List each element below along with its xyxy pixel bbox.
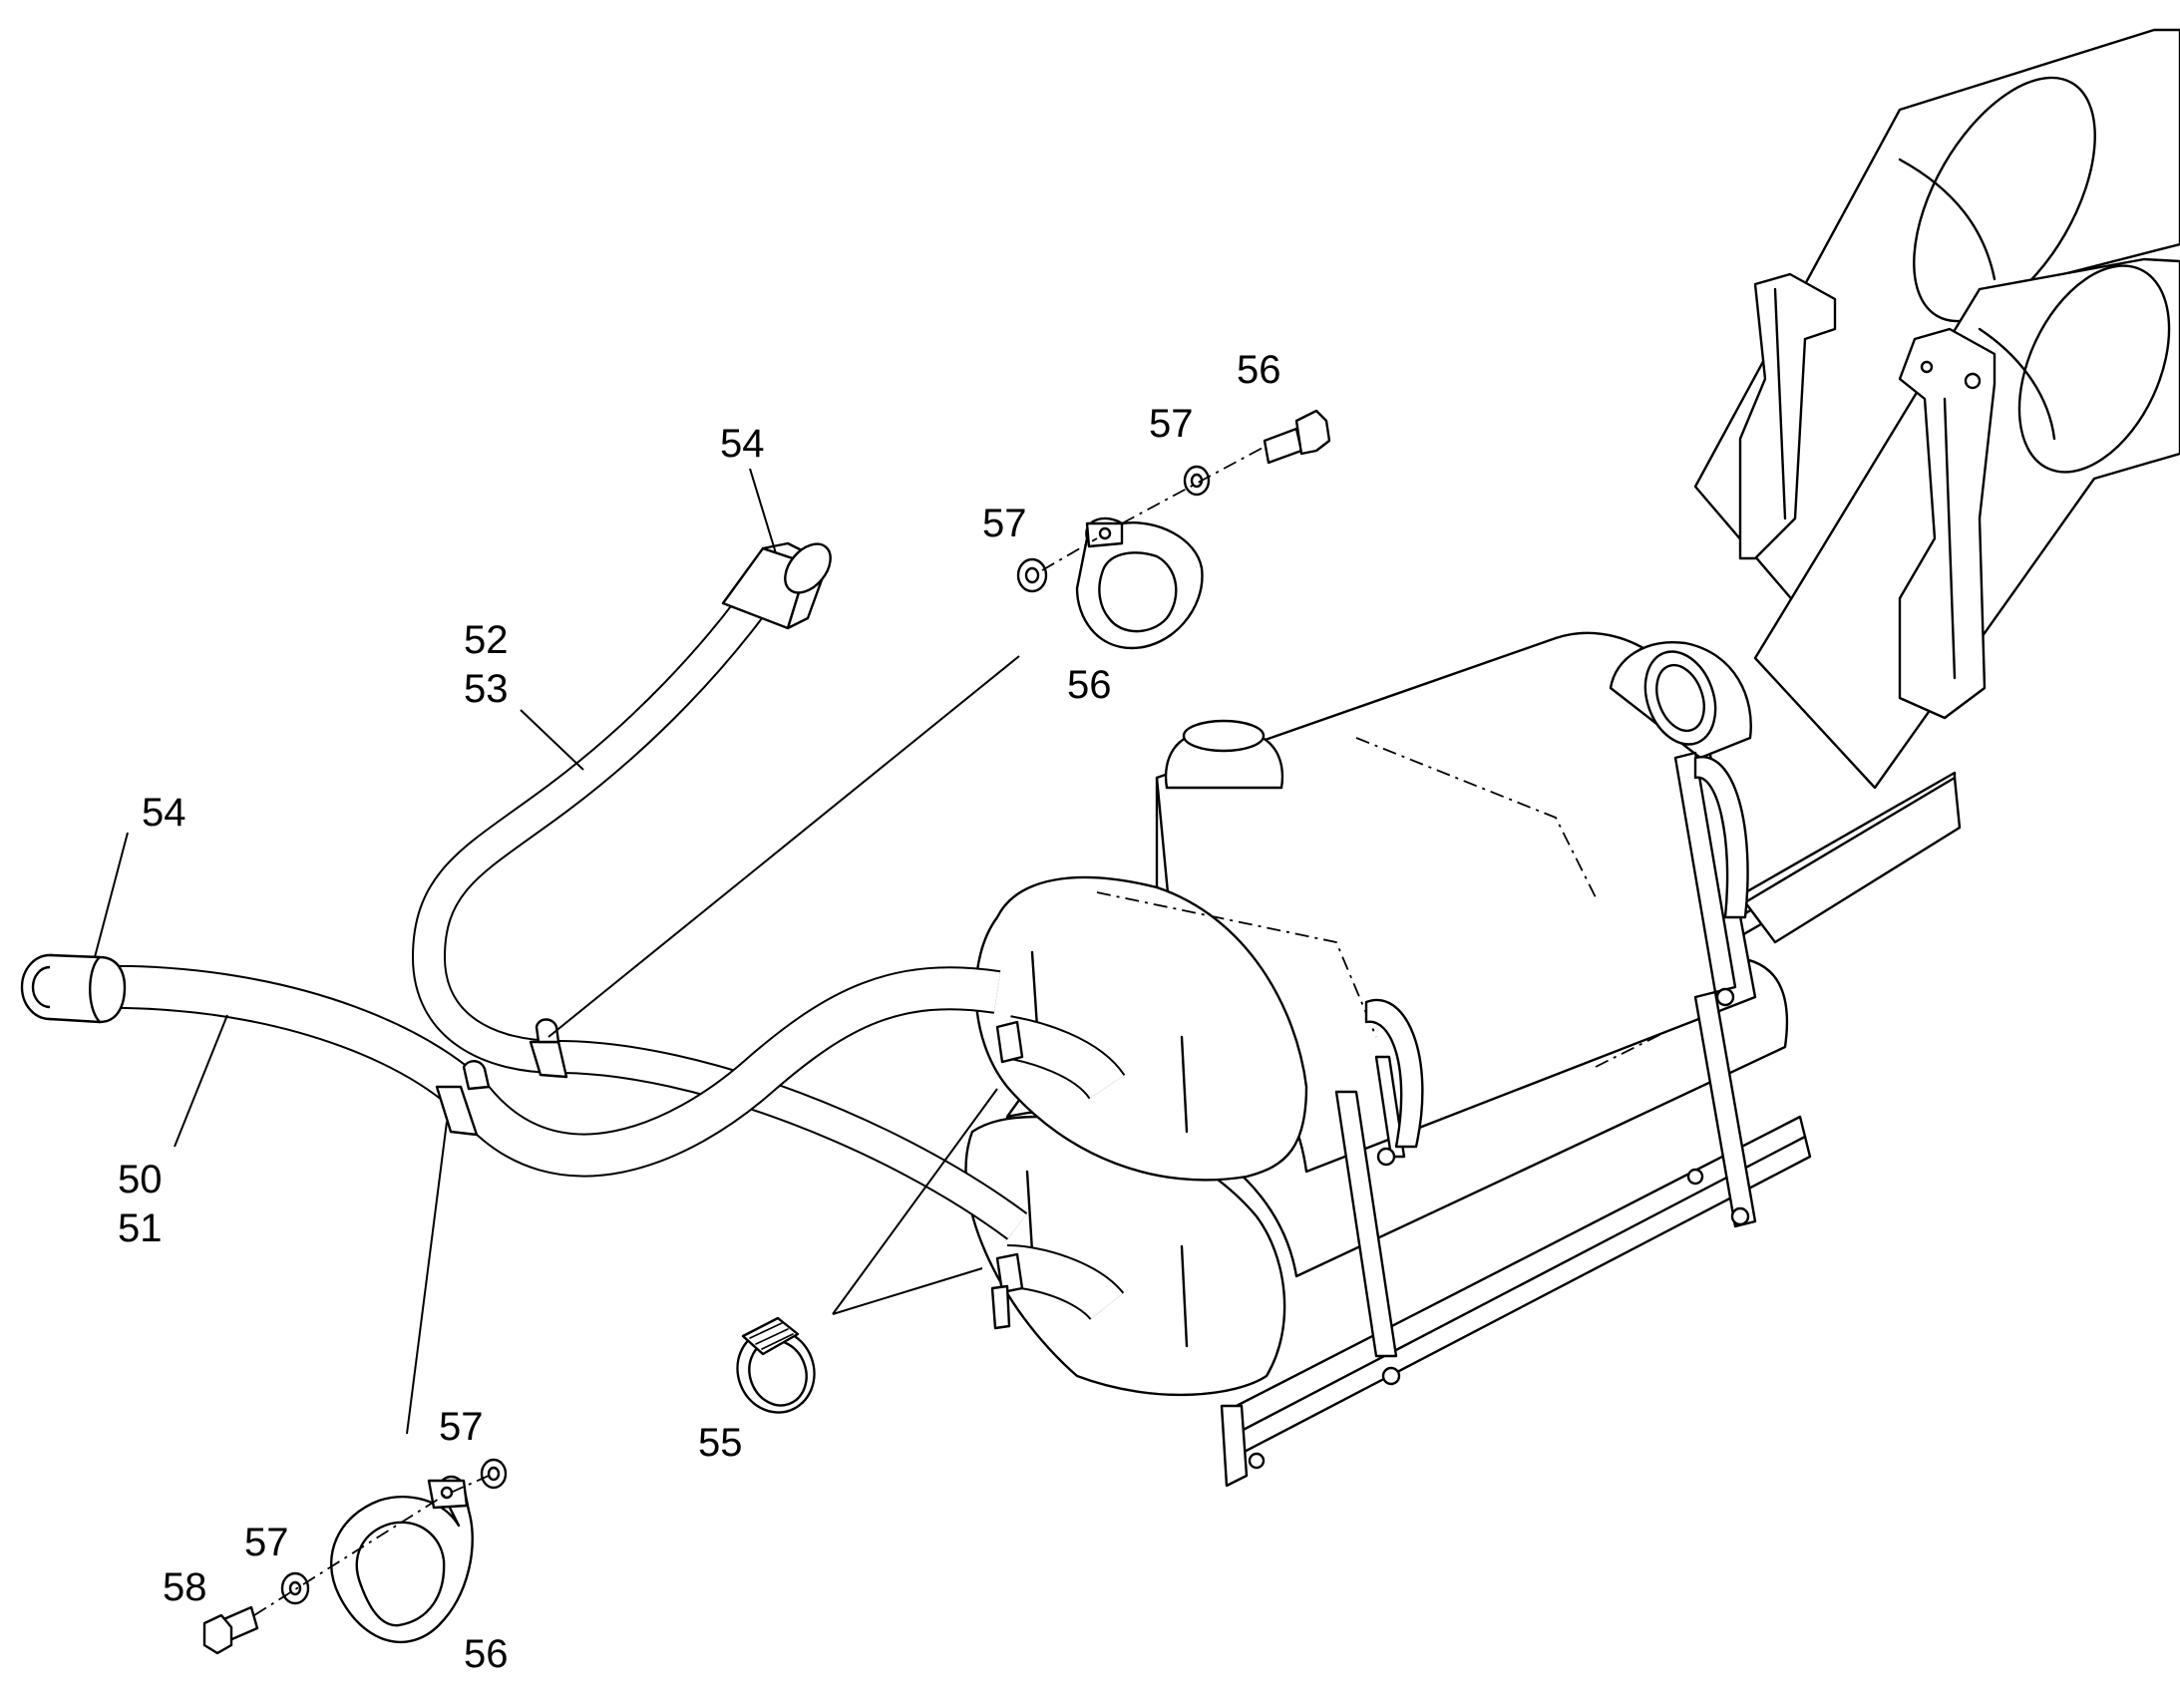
callout-54-upper: 54 — [720, 422, 765, 466]
callout-57-washer-lower-right: 57 — [439, 1405, 484, 1449]
mounting-rail-lower — [1220, 1115, 1812, 1488]
callout-55: 55 — [698, 1421, 743, 1465]
tailpipe-bracket-left — [1738, 272, 1837, 560]
leader-lines — [94, 468, 1020, 1435]
washer-57-right-lower — [480, 1458, 508, 1490]
muffler-upper — [974, 631, 1757, 1182]
sleeve-54-left — [20, 953, 127, 1024]
pipe-clip-lower — [435, 1060, 491, 1137]
callout-52: 52 — [464, 618, 509, 662]
callout-56-bolt-upper: 56 — [1237, 348, 1281, 392]
axis-line-lower-clamp — [253, 1475, 490, 1616]
tailpipe-bracket-right — [1898, 327, 1997, 720]
callout-56-clamp-lower: 56 — [464, 1632, 509, 1676]
callout-56-clamp-upper: 56 — [1067, 663, 1112, 707]
pipe-couplings — [990, 1020, 1024, 1330]
callout-57-washer-upper-right: 57 — [1149, 402, 1194, 446]
callout-labels: 54 52 53 54 50 51 56 57 57 56 55 57 57 5… — [118, 348, 1281, 1676]
clamp-56-lower — [329, 1475, 474, 1644]
callout-50: 50 — [118, 1158, 163, 1201]
sleeve-54-upper — [721, 541, 832, 630]
washer-57-left-lower — [280, 1571, 310, 1605]
bolt-58 — [202, 1605, 259, 1655]
bolt-56-upper — [1263, 409, 1331, 465]
hose-clamp-55 — [736, 1316, 816, 1414]
clamp-56-upper — [1075, 516, 1204, 650]
callout-57-washer-lower-left: 57 — [244, 1521, 289, 1564]
callout-58: 58 — [163, 1565, 207, 1609]
callout-53: 53 — [464, 667, 509, 711]
pipe-52-53 — [412, 558, 1028, 1240]
callout-51: 51 — [118, 1206, 163, 1250]
washer-57-left-upper — [1016, 557, 1048, 593]
pipe-clip-upper — [529, 1018, 568, 1079]
callout-57-washer-upper-left: 57 — [982, 502, 1027, 545]
muffler-straps — [1334, 751, 1757, 1386]
callout-54-left: 54 — [142, 791, 186, 835]
washer-57-right-upper — [1183, 465, 1211, 497]
